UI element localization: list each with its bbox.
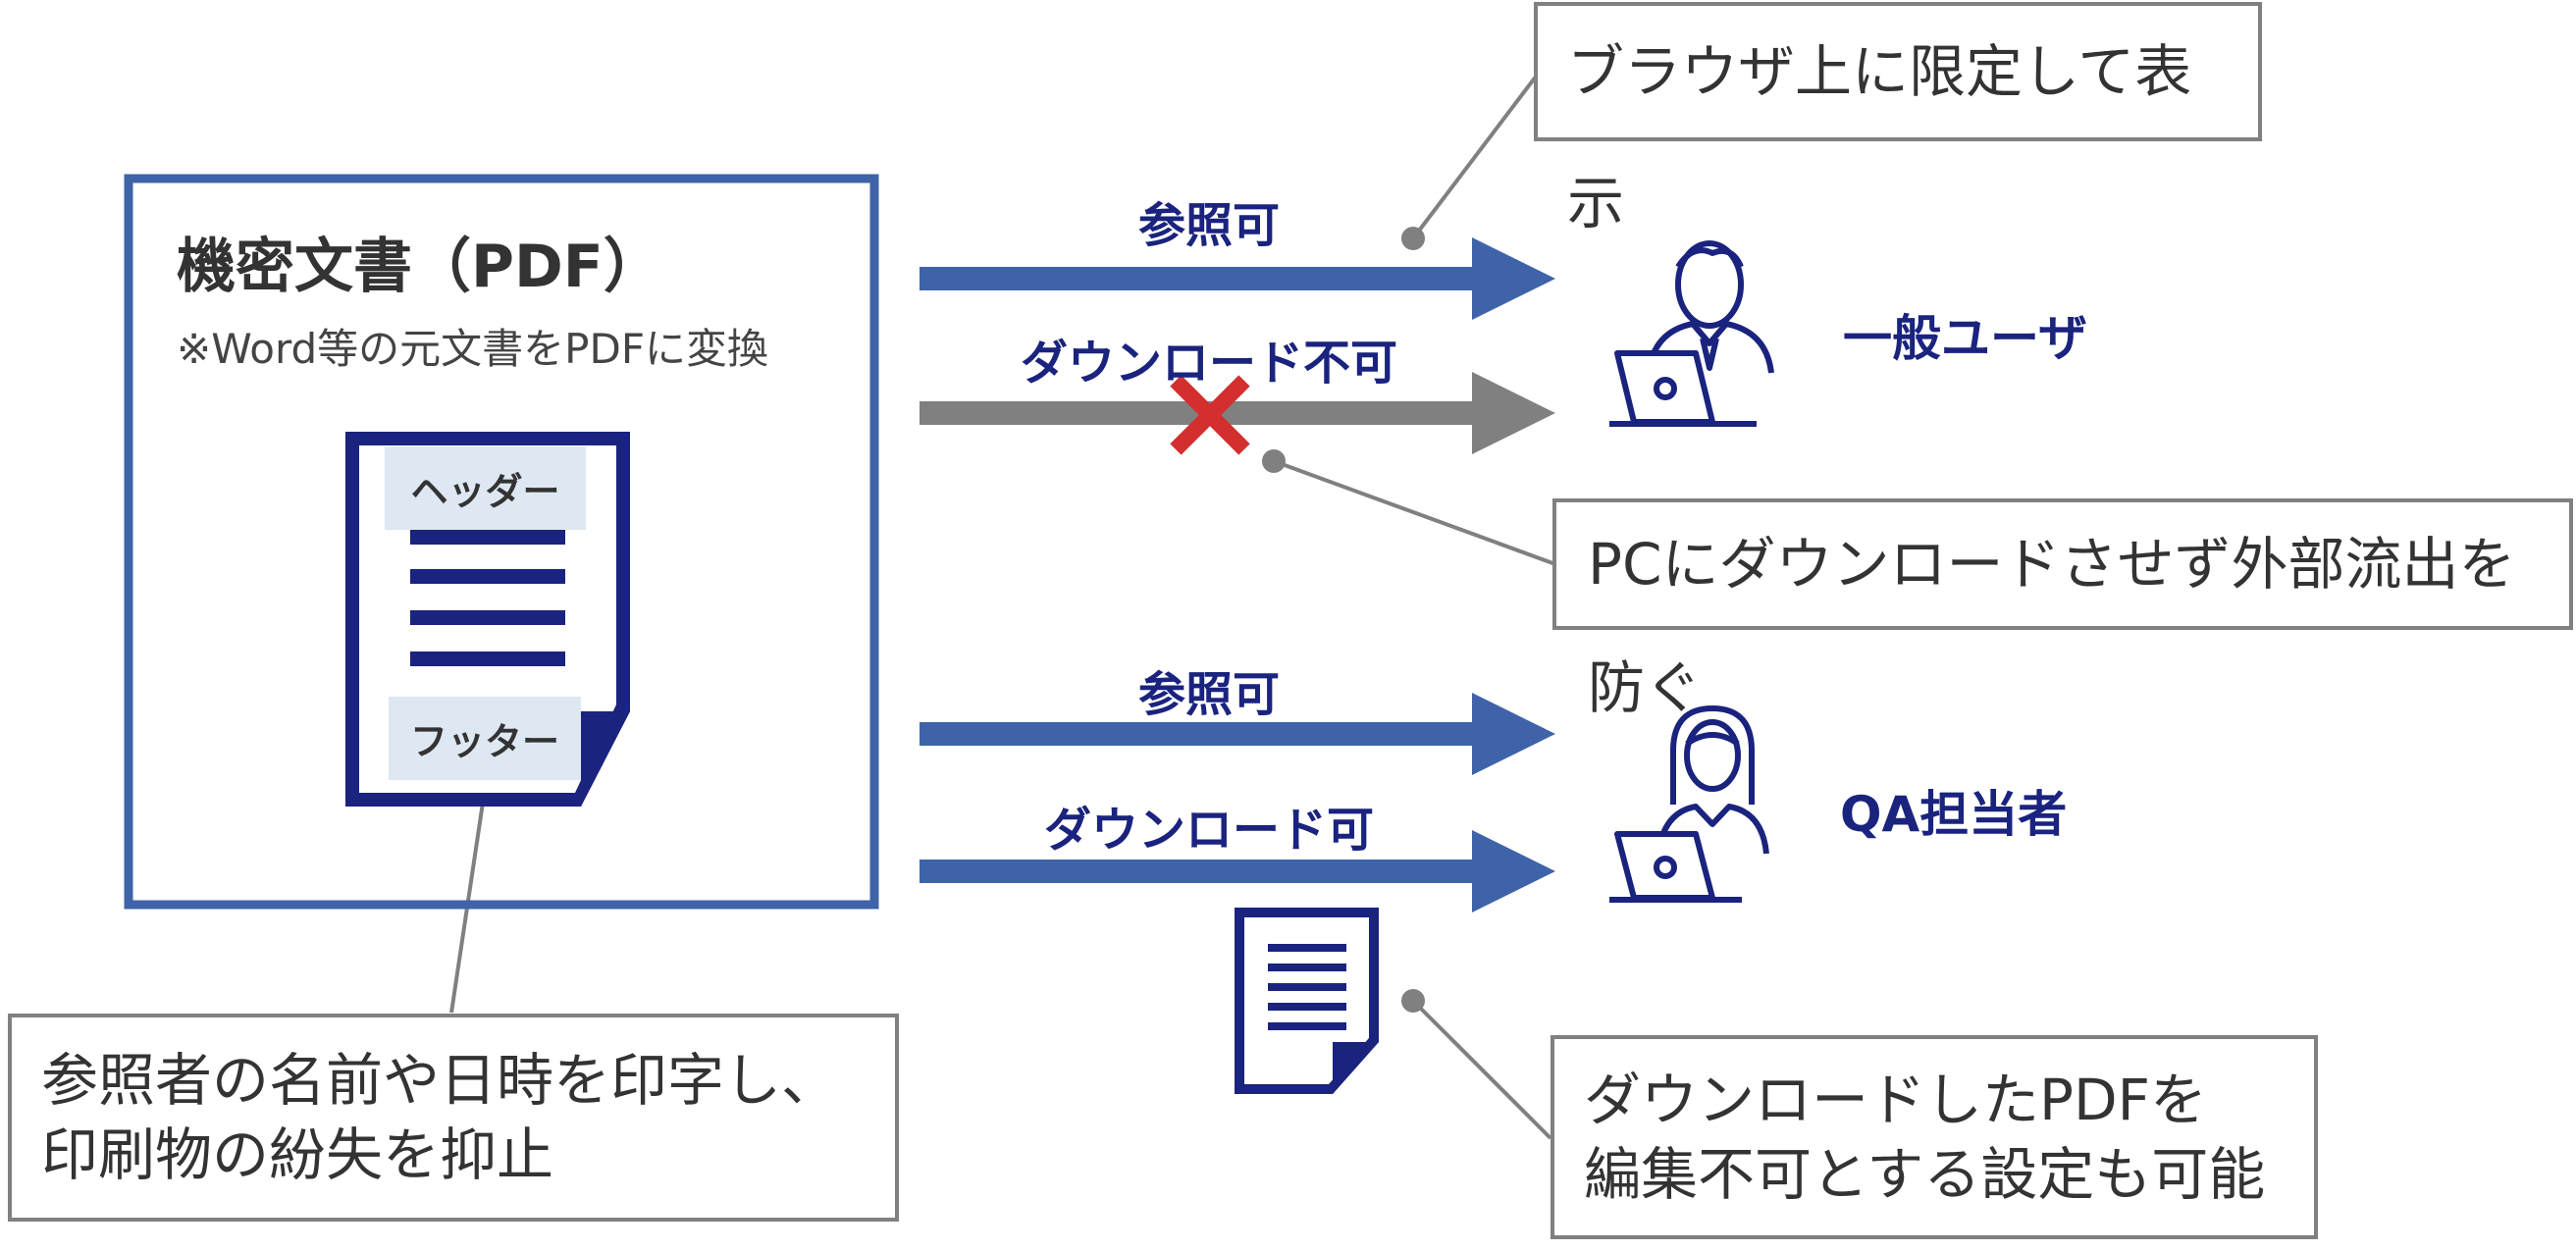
callout-no-download: PCにダウンロードさせず外部流出を防ぐ — [1552, 498, 2573, 721]
leader-browser-only — [1411, 75, 1538, 240]
leader-dot-no-download — [1262, 449, 1286, 473]
callout-watermark-line-2: 印刷物の紛失を抑止 — [41, 1121, 554, 1188]
callout-watermark-line-1: 参照者の名前や日時を印字し、 — [41, 1047, 839, 1114]
leader-edit-lock — [1411, 999, 1552, 1140]
leader-dot-edit-lock — [1401, 989, 1425, 1013]
document-title: 機密文書（PDF） — [177, 233, 662, 301]
arrow-label-view-1: 参照可 — [1137, 198, 1280, 253]
arrow-label-download-allowed: ダウンロード可 — [1043, 803, 1374, 858]
arrow-label-download-denied: ダウンロード不可 — [1020, 336, 1397, 391]
header-tag: ヘッダー — [385, 446, 586, 530]
callout-browser-only: ブラウザ上に限定して表示 — [1534, 2, 2262, 236]
callout-edit-lock-line-1: ダウンロードしたPDFを — [1584, 1067, 2207, 1133]
downloaded-document-icon — [1235, 908, 1379, 1094]
arrow-download-allowed-head — [1472, 830, 1555, 912]
callout-watermark: 参照者の名前や日時を印字し、 印刷物の紛失を抑止 — [8, 1014, 899, 1222]
deny-x-icon — [1170, 375, 1250, 455]
arrow-download-denied-head — [1472, 372, 1555, 454]
arrow-download-allowed-shaft — [920, 860, 1479, 883]
callout-edit-lock: ダウンロードしたPDFを 編集不可とする設定も可能 — [1551, 1035, 2318, 1239]
male-user-laptop-icon — [1609, 240, 1774, 427]
arrow-label-view-2: 参照可 — [1137, 667, 1280, 722]
leader-dot-browser-only — [1401, 227, 1425, 250]
arrow-view-1-head — [1472, 237, 1555, 320]
female-user-laptop-icon — [1609, 705, 1769, 903]
user-name-general: 一般ユーザ — [1843, 310, 2087, 367]
arrow-view-2-head — [1472, 693, 1555, 775]
document-note: ※Word等の元文書をPDFに変換 — [177, 325, 768, 373]
arrow-view-1-shaft — [920, 267, 1479, 290]
document-box-frame — [124, 174, 879, 910]
arrow-view-2-shaft — [920, 722, 1479, 746]
callout-edit-lock-line-2: 編集不可とする設定も可能 — [1584, 1141, 2266, 1208]
leader-no-download — [1273, 459, 1556, 566]
footer-tag: フッター — [389, 697, 581, 780]
leader-watermark — [449, 782, 488, 1014]
user-name-qa: QA担当者 — [1840, 786, 2068, 843]
